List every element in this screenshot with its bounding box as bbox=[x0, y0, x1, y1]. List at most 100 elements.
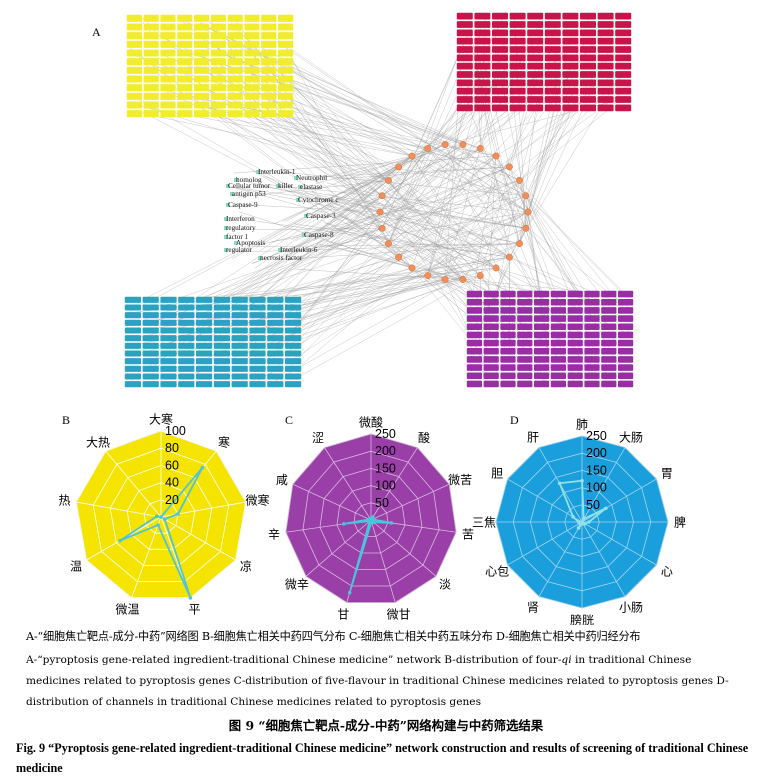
radar-tick-label: 250 bbox=[375, 427, 396, 441]
herb-node bbox=[509, 71, 526, 78]
herb-node bbox=[278, 75, 294, 83]
network-edge bbox=[495, 155, 564, 324]
herb-node bbox=[210, 92, 226, 100]
herb-node bbox=[466, 380, 482, 388]
target-label: antigen p53 bbox=[232, 190, 266, 198]
herb-node bbox=[584, 290, 600, 298]
herb-node bbox=[544, 71, 561, 78]
herb-node bbox=[466, 372, 482, 380]
radar-data-point bbox=[604, 506, 608, 511]
network-edge bbox=[280, 171, 526, 196]
herb-node bbox=[597, 29, 614, 37]
herb-node bbox=[210, 101, 226, 109]
herb-node bbox=[178, 335, 195, 342]
herb-node bbox=[194, 75, 210, 83]
network-edge bbox=[239, 211, 413, 269]
radar-category-label: 肝 bbox=[527, 431, 539, 445]
herb-node bbox=[160, 350, 177, 357]
herb-node bbox=[615, 21, 632, 28]
herb-node bbox=[550, 290, 566, 298]
network-edge bbox=[255, 166, 399, 248]
herb-node bbox=[177, 110, 193, 118]
herb-node bbox=[544, 12, 561, 20]
herb-node bbox=[615, 96, 632, 103]
radar-category-label: 淡 bbox=[439, 578, 451, 592]
herb-node bbox=[194, 40, 210, 48]
herb-node bbox=[143, 66, 159, 74]
herb-node bbox=[562, 71, 579, 78]
herb-node bbox=[474, 87, 491, 95]
network-edge bbox=[495, 267, 621, 307]
radar-category-label: 辛 bbox=[268, 527, 280, 541]
herb-node bbox=[492, 46, 508, 53]
herb-node bbox=[178, 342, 195, 349]
network-edge bbox=[295, 180, 520, 370]
herb-node bbox=[231, 312, 248, 319]
radar-grid-ring bbox=[353, 502, 389, 537]
herb-node bbox=[584, 339, 600, 347]
network-edge bbox=[139, 110, 464, 280]
herb-node bbox=[261, 58, 277, 66]
radar-tick-label: 200 bbox=[375, 444, 396, 458]
herb-node bbox=[597, 104, 614, 112]
herb-node bbox=[466, 290, 482, 298]
radar-category-label: 微酸 bbox=[359, 415, 383, 430]
herb-node bbox=[142, 319, 159, 326]
target-label: Interferon bbox=[226, 215, 255, 223]
herb-node bbox=[567, 356, 583, 363]
herb-node bbox=[285, 381, 302, 388]
target-node bbox=[230, 192, 234, 196]
target-label: Apoptosis bbox=[236, 239, 265, 247]
herb-node bbox=[160, 365, 177, 372]
herb-node bbox=[261, 66, 277, 74]
herb-node bbox=[601, 380, 617, 388]
network-edge bbox=[315, 144, 463, 184]
herb-node bbox=[160, 14, 176, 22]
network-edge bbox=[250, 48, 520, 181]
herb-node bbox=[618, 298, 634, 306]
ingredient-node bbox=[424, 144, 432, 152]
target-node bbox=[226, 203, 230, 207]
herb-node bbox=[615, 104, 632, 112]
herb-node bbox=[483, 339, 499, 347]
network-edge bbox=[263, 155, 413, 322]
herb-node bbox=[597, 71, 614, 78]
network-edge bbox=[270, 195, 526, 243]
herb-node bbox=[509, 96, 526, 103]
radar-spoke bbox=[538, 521, 583, 597]
radar-data-point bbox=[389, 521, 394, 525]
herb-node bbox=[124, 365, 141, 372]
network-edge bbox=[334, 202, 383, 229]
herb-node bbox=[213, 327, 230, 334]
herb-node bbox=[615, 62, 632, 70]
herb-node bbox=[178, 373, 195, 380]
network-edge bbox=[398, 22, 615, 258]
herb-node bbox=[550, 339, 566, 347]
radar-grid-ring bbox=[75, 430, 247, 599]
herb-node bbox=[196, 327, 213, 334]
herb-node bbox=[527, 46, 544, 53]
herb-node bbox=[267, 365, 284, 372]
radar-category-label: 心包 bbox=[485, 565, 509, 579]
herb-node bbox=[210, 58, 226, 66]
herb-node bbox=[500, 290, 516, 298]
radar-tick-label: 100 bbox=[586, 481, 607, 495]
herb-node bbox=[483, 347, 499, 355]
herb-node bbox=[177, 23, 193, 31]
ingredient-node bbox=[459, 276, 467, 283]
target-node bbox=[256, 170, 260, 174]
herb-node bbox=[244, 84, 260, 92]
herb-node bbox=[231, 350, 248, 357]
herb-node bbox=[618, 323, 634, 331]
herb-node bbox=[456, 46, 473, 53]
target-node bbox=[302, 233, 306, 237]
herb-node bbox=[492, 62, 508, 70]
radar-spoke bbox=[305, 519, 372, 577]
herb-node bbox=[483, 372, 499, 380]
network-edge bbox=[336, 198, 381, 213]
herb-node bbox=[466, 298, 482, 306]
network-edge bbox=[295, 268, 463, 280]
ingredient-node bbox=[441, 141, 449, 148]
herb-node bbox=[550, 347, 566, 355]
herb-node bbox=[267, 312, 284, 319]
